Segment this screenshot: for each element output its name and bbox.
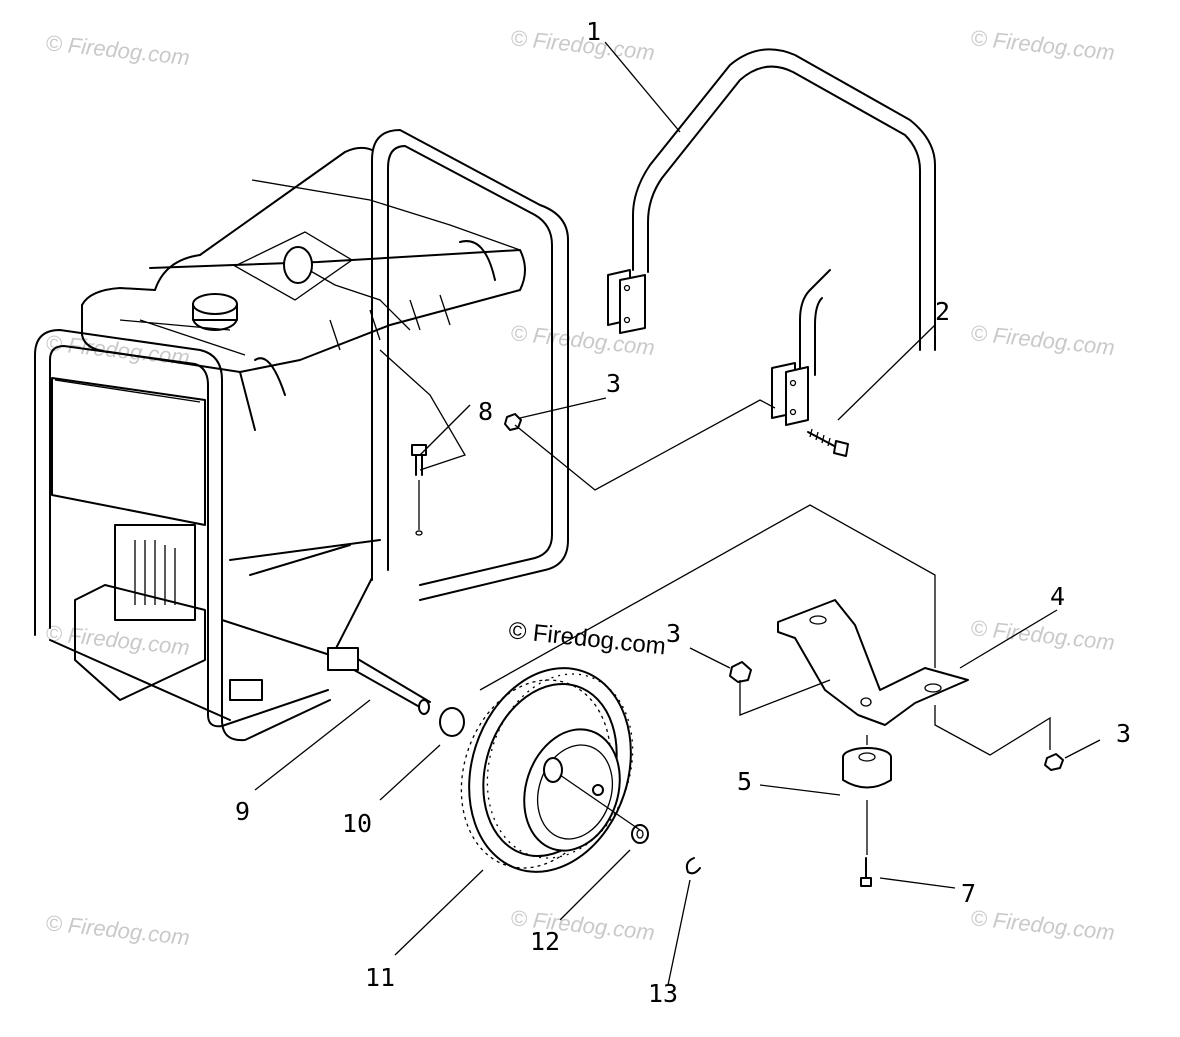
callout-2: 2	[935, 297, 950, 326]
callouts: 1 2 3 3 3 4 5 7 8 9 10 11 12 13	[235, 17, 1131, 1008]
callout-8: 8	[478, 397, 493, 426]
watermark-center: © Firedog.com	[507, 617, 667, 660]
support-bracket-assembly	[777, 599, 969, 887]
watermark-low-left: © Firedog.com	[44, 620, 190, 660]
watermark-mid-left: © Firedog.com	[44, 330, 190, 370]
handle-part	[607, 48, 936, 457]
watermark-mid-right: © Firedog.com	[969, 320, 1115, 360]
watermark-top-center: © Firedog.com	[509, 25, 655, 65]
callout-9: 9	[235, 797, 250, 826]
callout-3c: 3	[1116, 719, 1131, 748]
watermark-top-right: © Firedog.com	[969, 25, 1115, 65]
callout-7: 7	[961, 879, 976, 908]
callout-10: 10	[342, 809, 372, 838]
generator-assembly	[34, 129, 569, 742]
callout-1: 1	[586, 17, 601, 46]
watermark-top-left: © Firedog.com	[44, 30, 190, 70]
callout-3a: 3	[606, 369, 621, 398]
wheel-part	[460, 667, 701, 875]
nuts	[504, 413, 1064, 771]
callout-5: 5	[737, 767, 752, 796]
bolt-8	[411, 444, 427, 536]
watermark-bottom-left: © Firedog.com	[44, 910, 190, 950]
callout-4: 4	[1050, 582, 1065, 611]
callout-12: 12	[530, 927, 560, 956]
callout-13: 13	[648, 979, 678, 1008]
leader-lines	[254, 41, 1101, 986]
watermark-bottom-right: © Firedog.com	[969, 905, 1115, 945]
callout-3b: 3	[666, 619, 681, 648]
callout-11: 11	[365, 963, 395, 992]
